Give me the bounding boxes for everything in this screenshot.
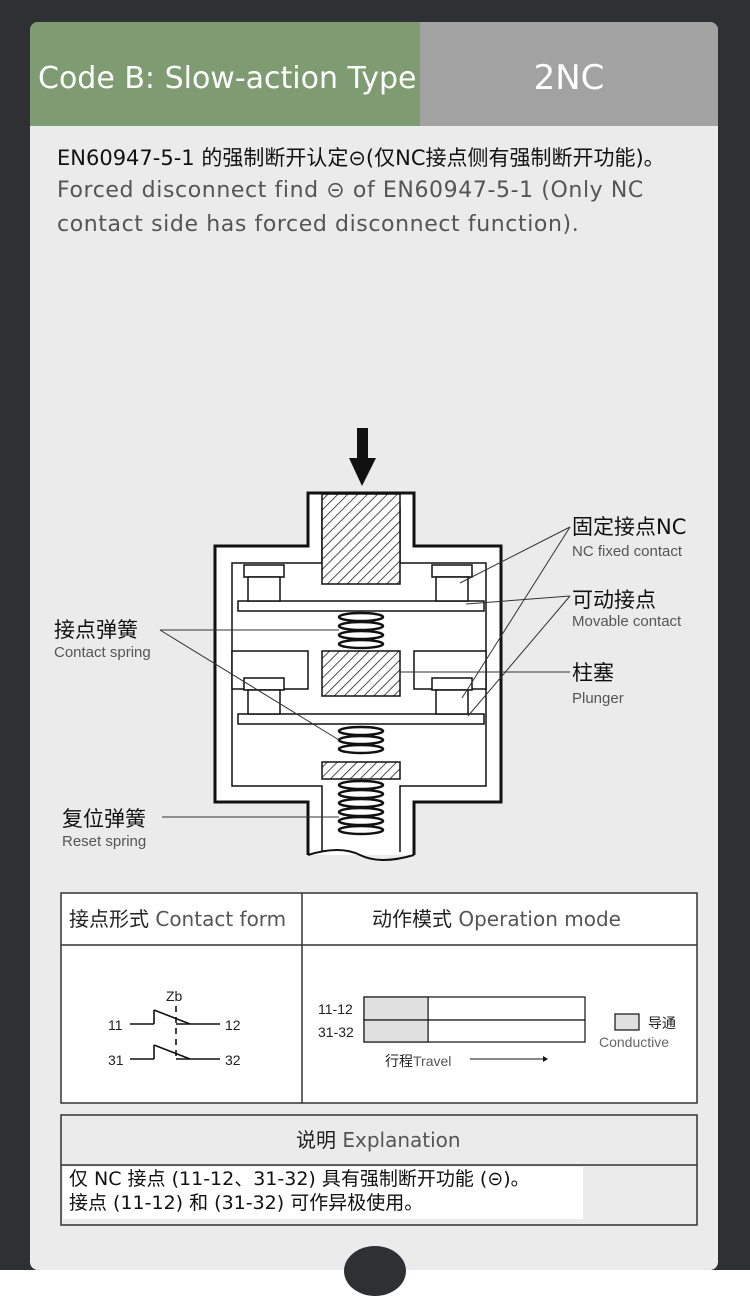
contact-config-title: 2NC [420,22,718,126]
explanation-line-2: 接点 (11-12) 和 (31-32) 可作异极使用。 [69,1192,424,1214]
explanation-header: 说明 Explanation [296,1128,461,1152]
reset-spring-label-en: Reset spring [62,833,146,850]
plunger-label-en: Plunger [572,690,624,707]
legend-swatch [614,1013,640,1031]
legend-en: Conductive [599,1034,669,1050]
reset-spring-label: 复位弹簧 [62,807,146,831]
travel-arrow-icon [543,1056,548,1062]
terminal-31: 31 [108,1052,124,1068]
contact-spring-upper [337,611,385,650]
press-arrow-icon [349,428,376,486]
schematic-zb: Zb [166,988,183,1004]
legend-zh: 导通 [648,1015,676,1031]
page-indicator-dot [344,1246,406,1296]
explanation-line-1: 仅 NC 接点 (11-12、31-32) 具有强制断开功能 (⊝)。 [69,1168,530,1190]
contact-spring-label: 接点弹簧 [54,618,138,642]
nc-fixed-contact-label: 固定接点NC [572,515,686,539]
conductive-bar-31-32 [363,1019,429,1043]
reset-spring [337,779,385,836]
type-title: Code B: Slow-action Type [30,22,420,126]
plunger-mid [321,650,401,697]
movable-contact-label: 可动接点 [572,588,656,612]
operation-mode-header: 动作模式 Operation mode [372,907,621,931]
intro-en: Forced disconnect find ⊝ of EN60947-5-1 … [57,178,644,237]
movable-contact-label-en: Movable contact [572,613,682,630]
explanation-body: 仅 NC 接点 (11-12、31-32) 具有强制断开功能 (⊝)。 接点 (… [63,1167,583,1219]
travel-label: 行程Travel [385,1053,451,1069]
plunger-top [321,493,401,585]
terminal-12: 12 [225,1017,241,1033]
contact-table: 接点形式 Contact form 动作模式 Operation mode Zb… [60,892,698,1104]
row-label-31-32: 31-32 [318,1024,354,1040]
conductive-bar-11-12 [363,996,429,1021]
contact-schematic [130,1006,220,1060]
terminal-32: 32 [225,1052,241,1068]
intro-text: EN60947-5-1 的强制断开认定⊝(仅NC接点侧有强制断开功能)。 For… [57,142,705,242]
contact-spring-label-en: Contact spring [54,644,151,661]
plunger-label: 柱塞 [572,661,614,685]
nc-fixed-contact-label-en: NC fixed contact [572,543,683,560]
plunger-low [321,761,401,780]
row-label-11-12: 11-12 [318,1001,353,1017]
contact-form-header: 接点形式 Contact form [69,907,286,931]
intro-zh: EN60947-5-1 的强制断开认定⊝(仅NC接点侧有强制断开功能)。 [57,146,665,170]
terminal-11: 11 [108,1017,123,1033]
